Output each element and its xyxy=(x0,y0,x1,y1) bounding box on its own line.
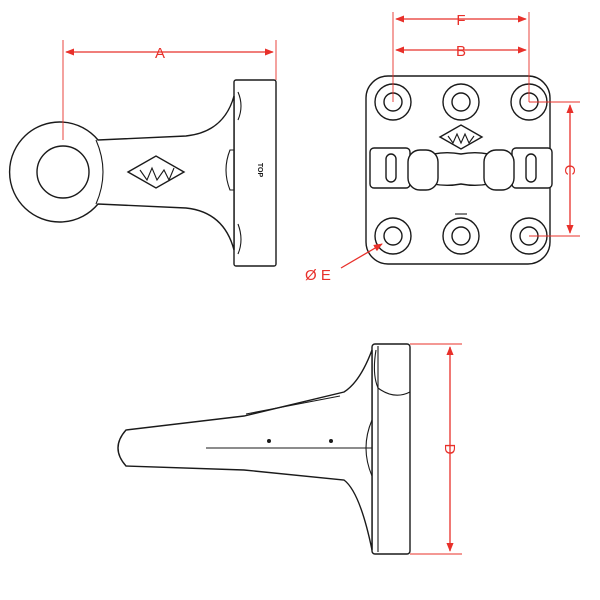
dimension-f: F xyxy=(392,12,530,102)
bottom-view-arm xyxy=(117,349,373,551)
bottom-view: D xyxy=(117,343,462,555)
front-right-slot xyxy=(525,153,537,183)
bolt-hole-top-center xyxy=(442,83,480,121)
front-right-boss xyxy=(483,149,515,191)
dimension-f-label: F xyxy=(456,12,465,29)
side-view-arm xyxy=(8,95,235,251)
side-view: TOP A xyxy=(8,40,277,267)
side-view-plate xyxy=(233,79,277,267)
dimension-a: A xyxy=(62,40,277,140)
plate-slot xyxy=(225,149,235,191)
plate-hole-top xyxy=(237,91,242,121)
dimension-d-label: D xyxy=(441,444,458,455)
side-view-eye-hole xyxy=(36,145,90,199)
bolt-hole-bottom-center xyxy=(442,217,480,255)
dimension-b: B xyxy=(395,43,527,60)
dimension-b-label: B xyxy=(456,43,466,60)
arm-dot-right xyxy=(329,439,333,443)
dimension-e: Ø E xyxy=(305,243,383,284)
arm-ridge xyxy=(245,395,341,415)
front-left-boss xyxy=(407,149,439,191)
bottom-shoulder xyxy=(373,349,411,396)
front-diamond-logo-icon xyxy=(438,124,484,150)
plate-hole-bottom xyxy=(237,223,242,255)
front-view: F B C Ø E xyxy=(305,12,580,284)
dimension-d: D xyxy=(410,343,462,555)
dimension-c: C xyxy=(529,101,580,237)
dimension-a-label: A xyxy=(155,45,165,62)
eye-boss-edge xyxy=(95,139,104,205)
plate-recess xyxy=(365,419,373,477)
bolt-hole-bottom-left xyxy=(374,217,412,255)
diamond-w-logo-icon xyxy=(126,155,186,189)
front-left-slot xyxy=(385,153,397,183)
top-marking: TOP xyxy=(256,163,263,178)
dimension-c-label: C xyxy=(561,165,578,176)
dimension-e-label: Ø E xyxy=(305,267,331,284)
arm-dot-left xyxy=(267,439,271,443)
